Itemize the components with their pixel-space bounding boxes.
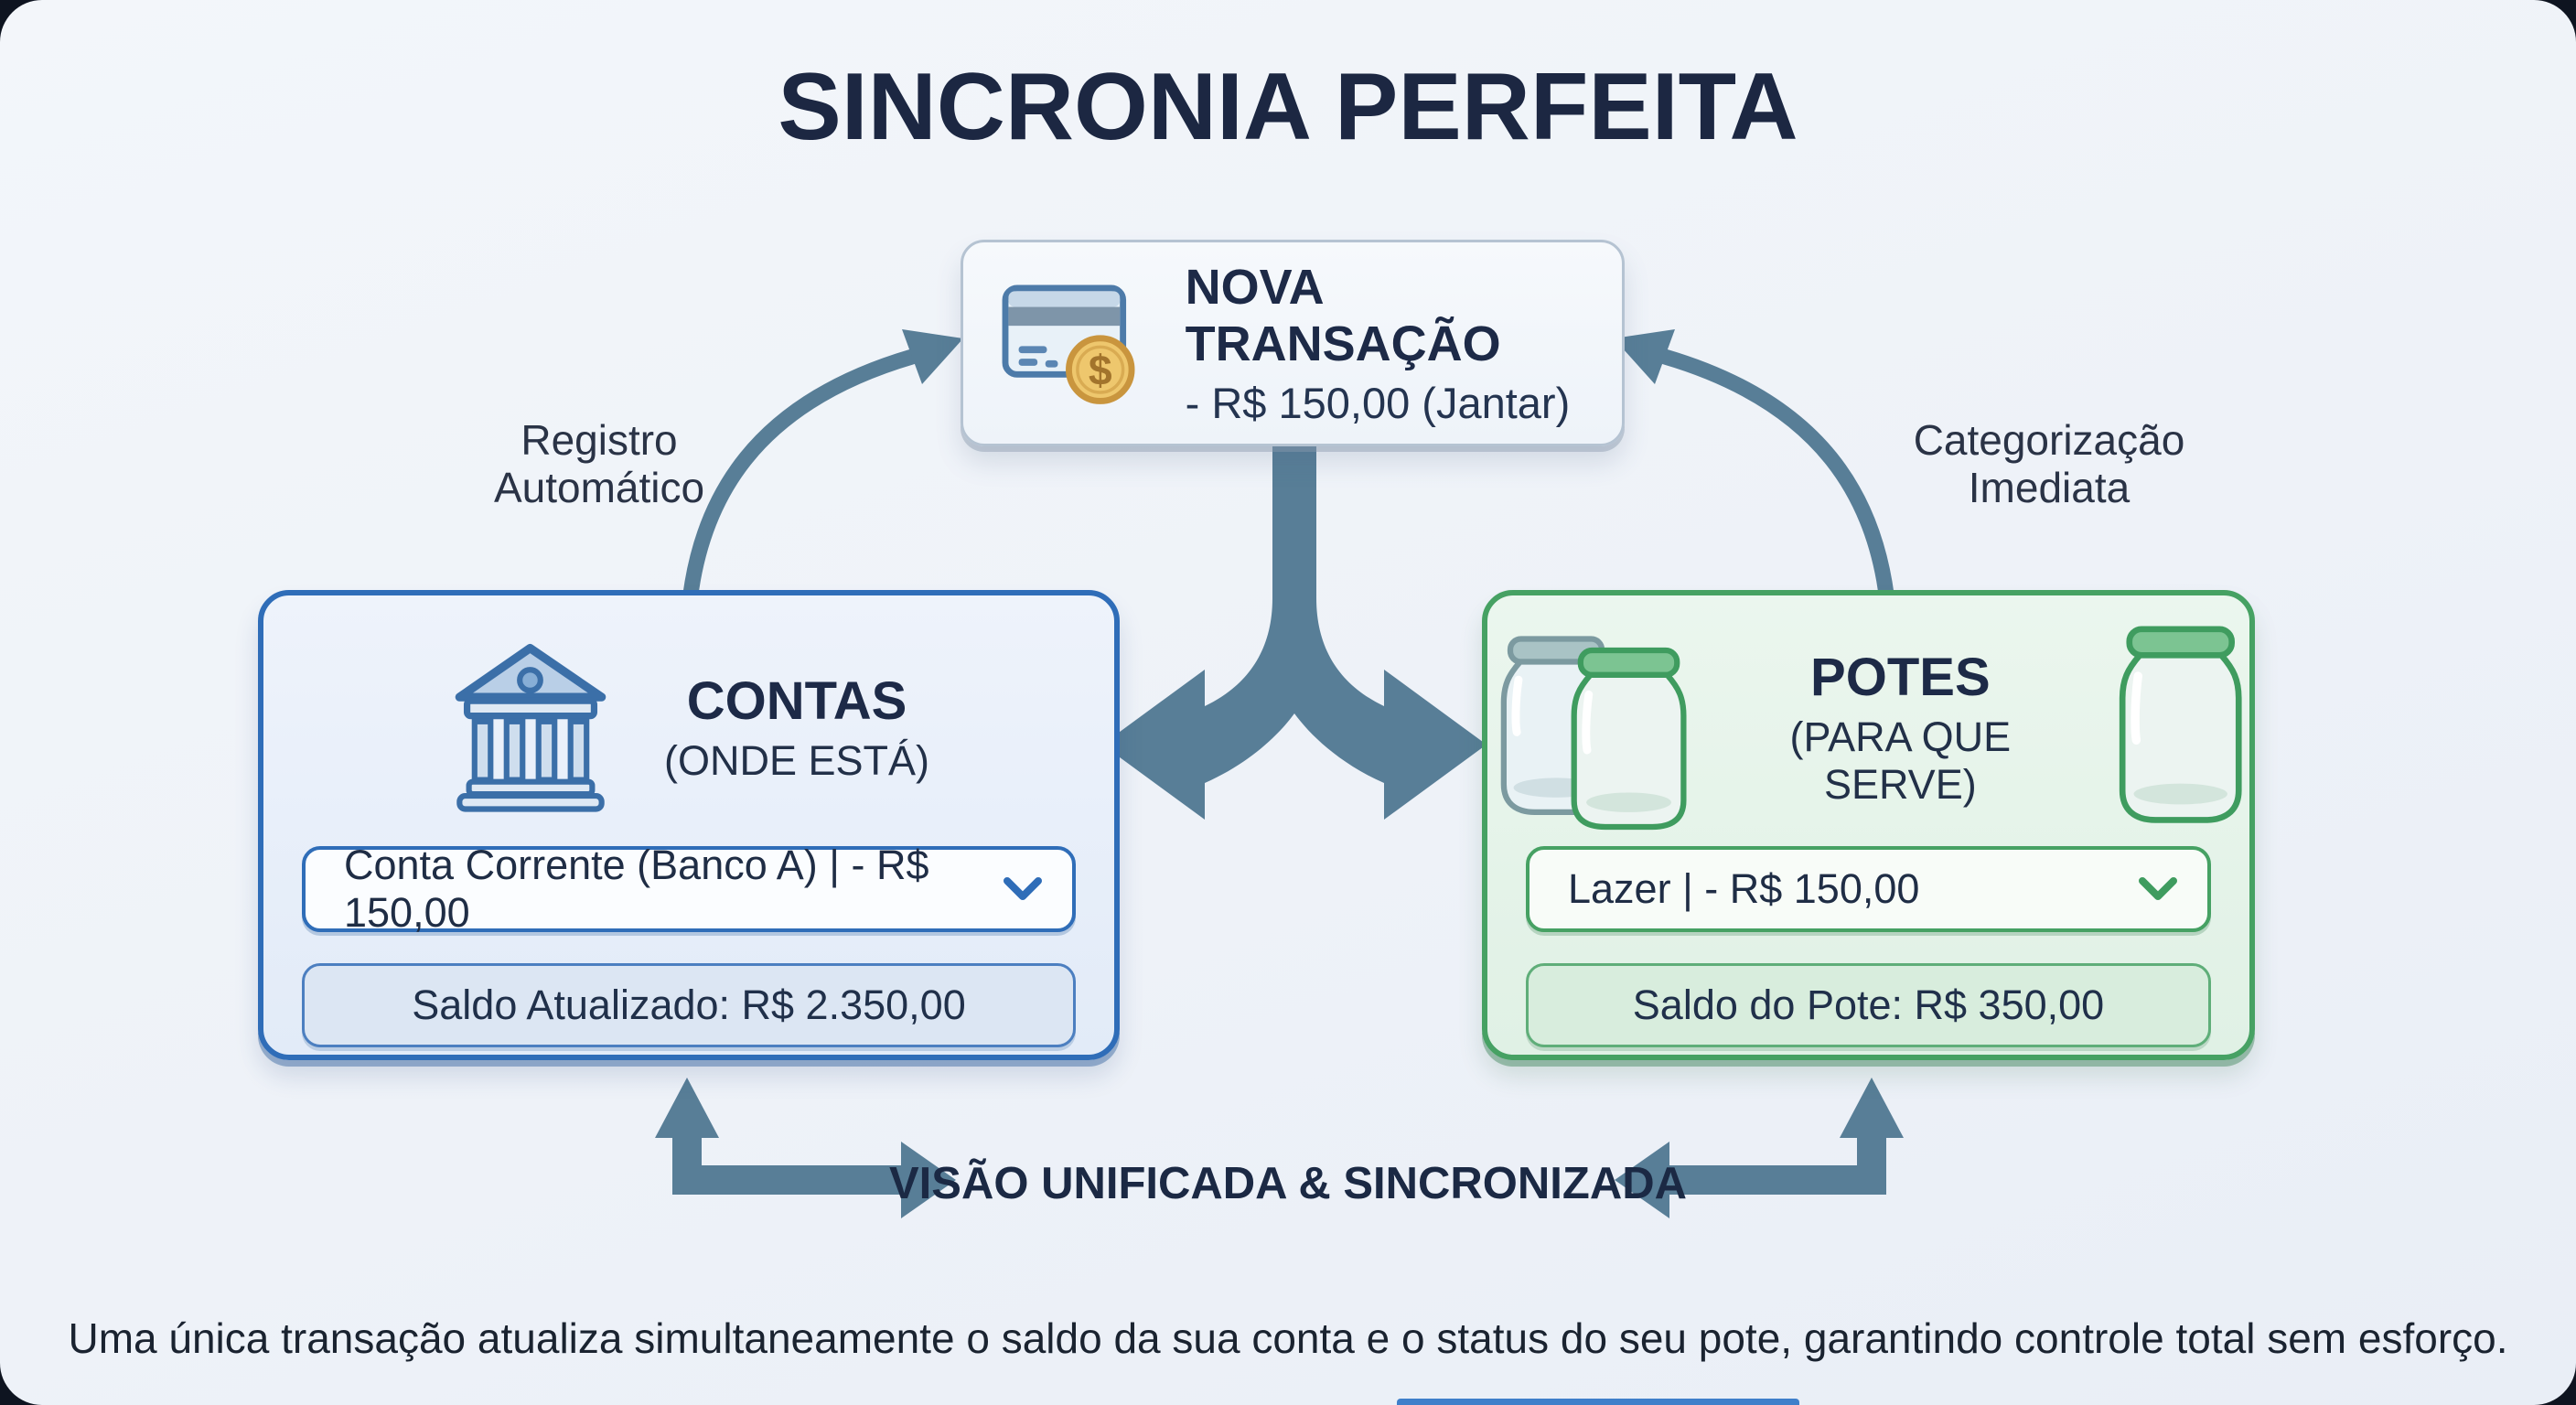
credit-card-coin-icon: $	[1002, 284, 1135, 404]
pot-balance: Saldo do Pote: R$ 350,00	[1526, 963, 2211, 1047]
transaction-amount: - R$ 150,00 (Jantar)	[1185, 378, 1571, 427]
account-selector[interactable]: Conta Corrente (Banco A) | - R$ 150,00	[302, 842, 1076, 936]
accounts-title: CONTAS	[686, 670, 907, 731]
chevron-down-icon[interactable]	[2138, 876, 2178, 902]
label-categorizacao-imediata: Categorização Imediata	[1866, 416, 2232, 511]
curved-arrow-left	[681, 329, 963, 611]
page-title: SINCRONIA PERFEITA	[778, 54, 1798, 160]
pot-selector-value: Lazer | - R$ 150,00	[1568, 865, 1920, 912]
pots-box: POTES (PARA QUE SERVE) Lazer | - R$ 150,…	[1482, 590, 2255, 1060]
pots-header: POTES (PARA QUE SERVE)	[1487, 626, 2249, 831]
pots-title: POTES	[1810, 647, 1991, 707]
label-registro-automatico: Registro Automático	[421, 416, 778, 511]
account-balance-text: Saldo Atualizado: R$ 2.350,00	[412, 981, 966, 1028]
footer-note: Uma única transação atualiza simultaneam…	[68, 1314, 2508, 1362]
account-balance: Saldo Atualizado: R$ 2.350,00	[302, 963, 1076, 1047]
label-line: Automático	[493, 464, 705, 511]
new-transaction-card: $ NOVA TRANSAÇÃO - R$ 150,00 (Jantar)	[961, 240, 1625, 446]
bottom-window-edge	[1397, 1399, 1799, 1405]
accounts-box: CONTAS (ONDE ESTÁ) Conta Corrente (Banco…	[258, 590, 1120, 1060]
chevron-down-icon[interactable]	[1003, 876, 1043, 902]
fork-arrow	[1102, 443, 1487, 820]
jar-icon	[2120, 626, 2242, 823]
transaction-title: NOVA TRANSAÇÃO	[1185, 259, 1501, 371]
bank-icon	[455, 643, 606, 812]
jars-icon	[1500, 636, 1687, 831]
label-line: Registro	[521, 416, 678, 464]
label-line: Categorização	[1913, 416, 2185, 464]
sync-elbow-arrows	[655, 1078, 1904, 1218]
accounts-subtitle: (ONDE ESTÁ)	[663, 736, 930, 784]
pot-selector[interactable]: Lazer | - R$ 150,00	[1526, 846, 2211, 932]
svg-text:$: $	[1089, 346, 1112, 393]
pots-subtitle: (PARA QUE SERVE)	[1789, 713, 2012, 808]
pot-balance-text: Saldo do Pote: R$ 350,00	[1632, 981, 2105, 1028]
label-line: Imediata	[1968, 464, 2131, 511]
accounts-header: CONTAS (ONDE ESTÁ)	[263, 636, 1114, 819]
sync-banner: VISÃO UNIFICADA & SINCRONIZADA	[888, 1159, 1688, 1208]
account-selector-value: Conta Corrente (Banco A) | - R$ 150,00	[344, 842, 929, 936]
curved-arrow-right	[1614, 329, 1896, 611]
